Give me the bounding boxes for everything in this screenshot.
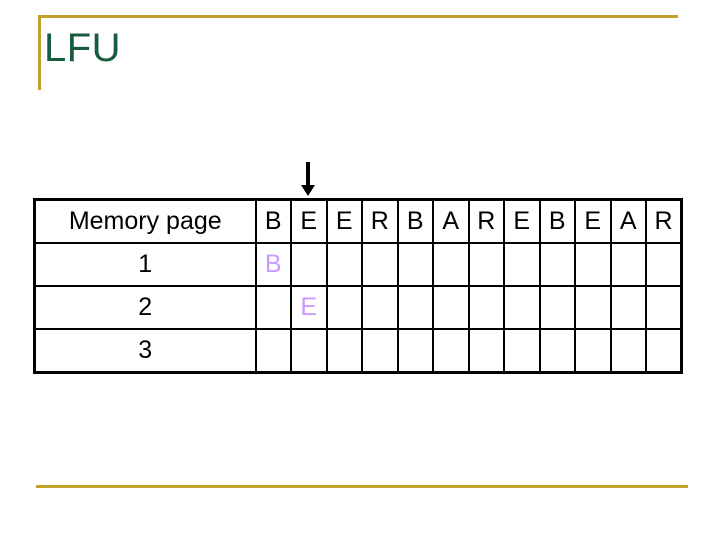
empty-cell [325,285,363,330]
sequence-letter: B [538,198,576,244]
loaded-page-cell: E [290,285,328,330]
empty-cell [396,242,434,287]
empty-cell [538,242,576,287]
sequence-letter: R [467,198,505,244]
empty-cell [503,328,541,374]
sequence-letter: E [574,198,612,244]
empty-cell [396,328,434,374]
memory-page-number: 1 [33,242,257,287]
empty-cell [609,242,647,287]
empty-cell [467,242,505,287]
memory-page-header: Memory page [33,198,257,244]
empty-cell [538,328,576,374]
empty-cell [254,328,292,374]
empty-cell [574,328,612,374]
empty-cell [432,328,470,374]
empty-cell [361,242,399,287]
empty-cell [538,285,576,330]
empty-cell [290,328,328,374]
title-left-rule [38,15,41,90]
memory-page-number: 3 [33,328,257,374]
empty-cell [574,242,612,287]
empty-cell [467,328,505,374]
arrow-shaft [305,162,310,185]
empty-cell [325,242,363,287]
empty-cell [325,328,363,374]
empty-cell [645,242,683,287]
arrow-head [300,185,315,196]
sequence-letter: E [325,198,363,244]
empty-cell [503,285,541,330]
empty-cell [432,285,470,330]
sequence-letter: R [645,198,683,244]
empty-cell [645,285,683,330]
loaded-page-cell: B [254,242,292,287]
sequence-letter: E [503,198,541,244]
footer-rule [36,485,688,488]
empty-cell [467,285,505,330]
empty-cell [254,285,292,330]
sequence-letter: A [609,198,647,244]
sequence-letter: R [361,198,399,244]
empty-cell [503,242,541,287]
sequence-letter: B [396,198,434,244]
title-top-rule [38,15,678,18]
sequence-letter: A [432,198,470,244]
empty-cell [396,285,434,330]
empty-cell [361,328,399,374]
empty-cell [361,285,399,330]
empty-cell [574,285,612,330]
memory-row: 3 [33,328,683,374]
current-request-arrow-icon [300,162,315,196]
slide-title: LFU [44,26,122,70]
empty-cell [609,328,647,374]
empty-cell [645,328,683,374]
sequence-letter: B [254,198,292,244]
empty-cell [432,242,470,287]
sequence-letter: E [290,198,328,244]
empty-cell [290,242,328,287]
memory-page-number: 2 [33,285,257,330]
empty-cell [609,285,647,330]
